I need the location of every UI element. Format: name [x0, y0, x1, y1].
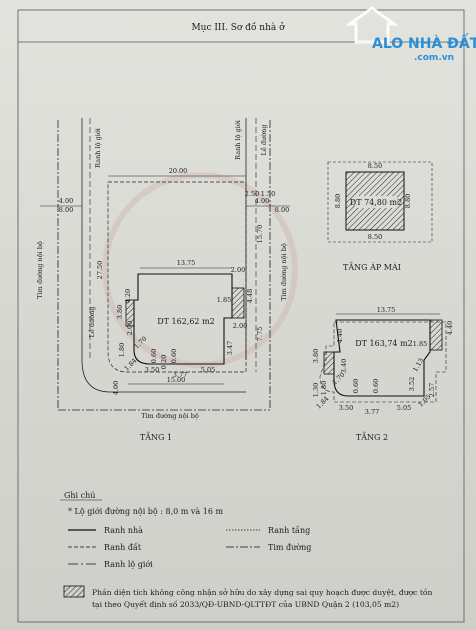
floor2-area: DT 163,74 m2 — [355, 339, 413, 348]
dim-left-8: 8.00 — [59, 206, 73, 214]
floor2-dim-mid-350: 3.50 — [339, 404, 353, 412]
floor2-dim-right-257: 2.57 — [428, 383, 436, 397]
legend-label-house: Ranh nhà — [104, 526, 143, 535]
boundary-label-right: Ranh lộ giới — [234, 120, 242, 160]
dim-left-small-c: 2.00 — [126, 321, 134, 335]
dim-mid-350: 3.50 — [145, 366, 159, 374]
dim-right-4: 4.00 — [255, 197, 269, 205]
floor2-dim-left-130: 1.30 — [312, 383, 320, 397]
floor1-area: DT 162,62 m2 — [157, 317, 215, 326]
notes-heading: Ghi chú — [64, 491, 95, 500]
dim-right-height: 15.70 — [256, 225, 264, 244]
dim-right-775: 7.75 — [256, 327, 264, 341]
floor2-hatched-left — [323, 351, 335, 375]
legend-label-land: Ranh đất — [104, 543, 142, 552]
roof-title: TẦNG ÁP MÁI — [343, 262, 401, 272]
road-label-bottom: Tim đường nội bộ — [141, 412, 199, 420]
dim-left-height: 27.50 — [96, 261, 104, 280]
floor2-dim-left-440: 4.40 — [336, 329, 344, 343]
dim-right-250: 2.50 — [245, 190, 259, 198]
road-label-right: Tim đường nội bộ — [280, 243, 288, 301]
roof-plan: 8.50 8.50 8.80 8.80 DT 74,80 m2 TẦNG ÁP … — [327, 161, 433, 272]
dim-right-448: 4.48 — [246, 289, 254, 303]
hatched-area-left — [125, 299, 135, 327]
dim-top-width: 20.00 — [169, 167, 188, 175]
dim-mid-020: 0.20 — [160, 355, 168, 369]
floor2-dim-mid-505: 5.05 — [397, 404, 411, 412]
floor2-dim-mid-377: 3.77 — [365, 408, 379, 416]
watermark-brand: ALO NHÀ ĐẤT — [372, 32, 476, 52]
roof-outer-dashed — [327, 161, 433, 243]
dim-left-small-b: 4.20 — [124, 289, 132, 303]
watermark-logo: ALO NHÀ ĐẤT .com.vn — [345, 6, 476, 63]
legend-label-boundary: Ranh lộ giới — [104, 560, 153, 569]
dim-mid-377: 3.77 — [173, 371, 187, 379]
dim-bottom-400: 4.00 — [112, 381, 120, 395]
roof-dim-top: 8.50 — [368, 162, 382, 170]
dim-inner-top-right: 2.00 — [231, 266, 245, 274]
roof-dim-left: 8.80 — [334, 194, 342, 208]
land-boundary — [107, 181, 247, 373]
floor2-dim-left-380: 3.80 — [312, 349, 320, 363]
dim-mid-060a: 0.60 — [150, 349, 158, 363]
road-boundary-curve — [81, 359, 246, 393]
dim-inner-top: 13.75 — [177, 259, 196, 267]
roof-area: DT 74,80 m2 — [350, 198, 402, 207]
hatched-area-right — [231, 287, 245, 319]
floor2-dim-right-185: 1.85 — [413, 340, 427, 348]
dim-right-150: 1.50 — [261, 190, 275, 198]
road-label-left: Tim đường nội bộ — [36, 241, 44, 299]
notes-section: Ghi chú * Lộ giới đường nội bộ : 8,0 m v… — [60, 491, 433, 609]
boundary-label-left: Ranh lộ giới — [94, 128, 102, 168]
legend-hatch-swatch — [63, 585, 85, 598]
floor2-dim-left-340: 3.40 — [340, 359, 348, 373]
legend-label-centerline: Tim đường — [268, 543, 311, 552]
road-edge-label-right: Lề đường — [259, 125, 268, 156]
dim-left-small-a: 3.80 — [116, 305, 124, 319]
legend-label-floor: Ranh tầng — [268, 526, 310, 535]
roof-area-bg — [355, 196, 397, 208]
floor2-plan: 13.75 4.40 4.40 3.40 1.85 3.80 1.70 1.30… — [312, 306, 454, 442]
floor2-hatched-right — [429, 319, 443, 351]
house-outline-floor1 — [133, 273, 233, 365]
page-title: Mục III. Sơ đồ nhà ở — [191, 22, 285, 33]
stamp-seal — [102, 172, 298, 368]
sheet-frame — [17, 9, 465, 623]
floor2-dim-top: 13.75 — [377, 306, 396, 314]
hatch-note-line2: tại theo Quyết định số 2033/QĐ-UBND-QLTT… — [92, 600, 399, 609]
floor2-dim-mid-060a: 0.60 — [352, 379, 360, 393]
dim-bottom-1500: 15.00 — [167, 376, 186, 384]
roof-dim-right: 8.80 — [404, 194, 412, 208]
road-width-note: * Lộ giới đường nội bộ : 8,0 m và 16 m — [68, 507, 223, 516]
floor2-dim-right-352: 3.52 — [408, 377, 416, 391]
floor2-dim-right-113: 1.13 — [411, 357, 425, 374]
dim-mid-060b: 0.60 — [170, 349, 178, 363]
house-outline-floor2 — [333, 319, 431, 397]
dim-mid-505: 5.05 — [201, 366, 215, 374]
hatch-note-line1: Phần diện tích không công nhận sở hữu do… — [92, 588, 433, 597]
road-edge-label-left: Lề đường — [87, 307, 96, 338]
floor2-dim-left-180: 1.80 — [320, 381, 328, 395]
dim-right-185: 1.85 — [217, 296, 231, 304]
floor2-dim-mid-060b: 0.60 — [372, 379, 380, 393]
house-icon — [345, 6, 399, 44]
floor1-plan: 20.00 4.00 8.00 1.50 2.50 4.00 8.00 13.7… — [36, 118, 290, 442]
floor1-title: TẦNG 1 — [140, 432, 172, 442]
watermark-domain: .com.vn — [414, 53, 454, 63]
dim-right-200: 2.00 — [233, 322, 247, 330]
dim-left-4: 4.00 — [59, 197, 73, 205]
dim-right-8: 8.00 — [275, 206, 289, 214]
dim-left-180: 1.80 — [118, 343, 126, 357]
roof-dim-bottom: 8.50 — [368, 233, 382, 241]
dim-right-347: 3.47 — [226, 341, 234, 355]
floor2-dim-right-440: 4.40 — [446, 321, 454, 335]
floor2-title: TẦNG 2 — [356, 432, 388, 442]
